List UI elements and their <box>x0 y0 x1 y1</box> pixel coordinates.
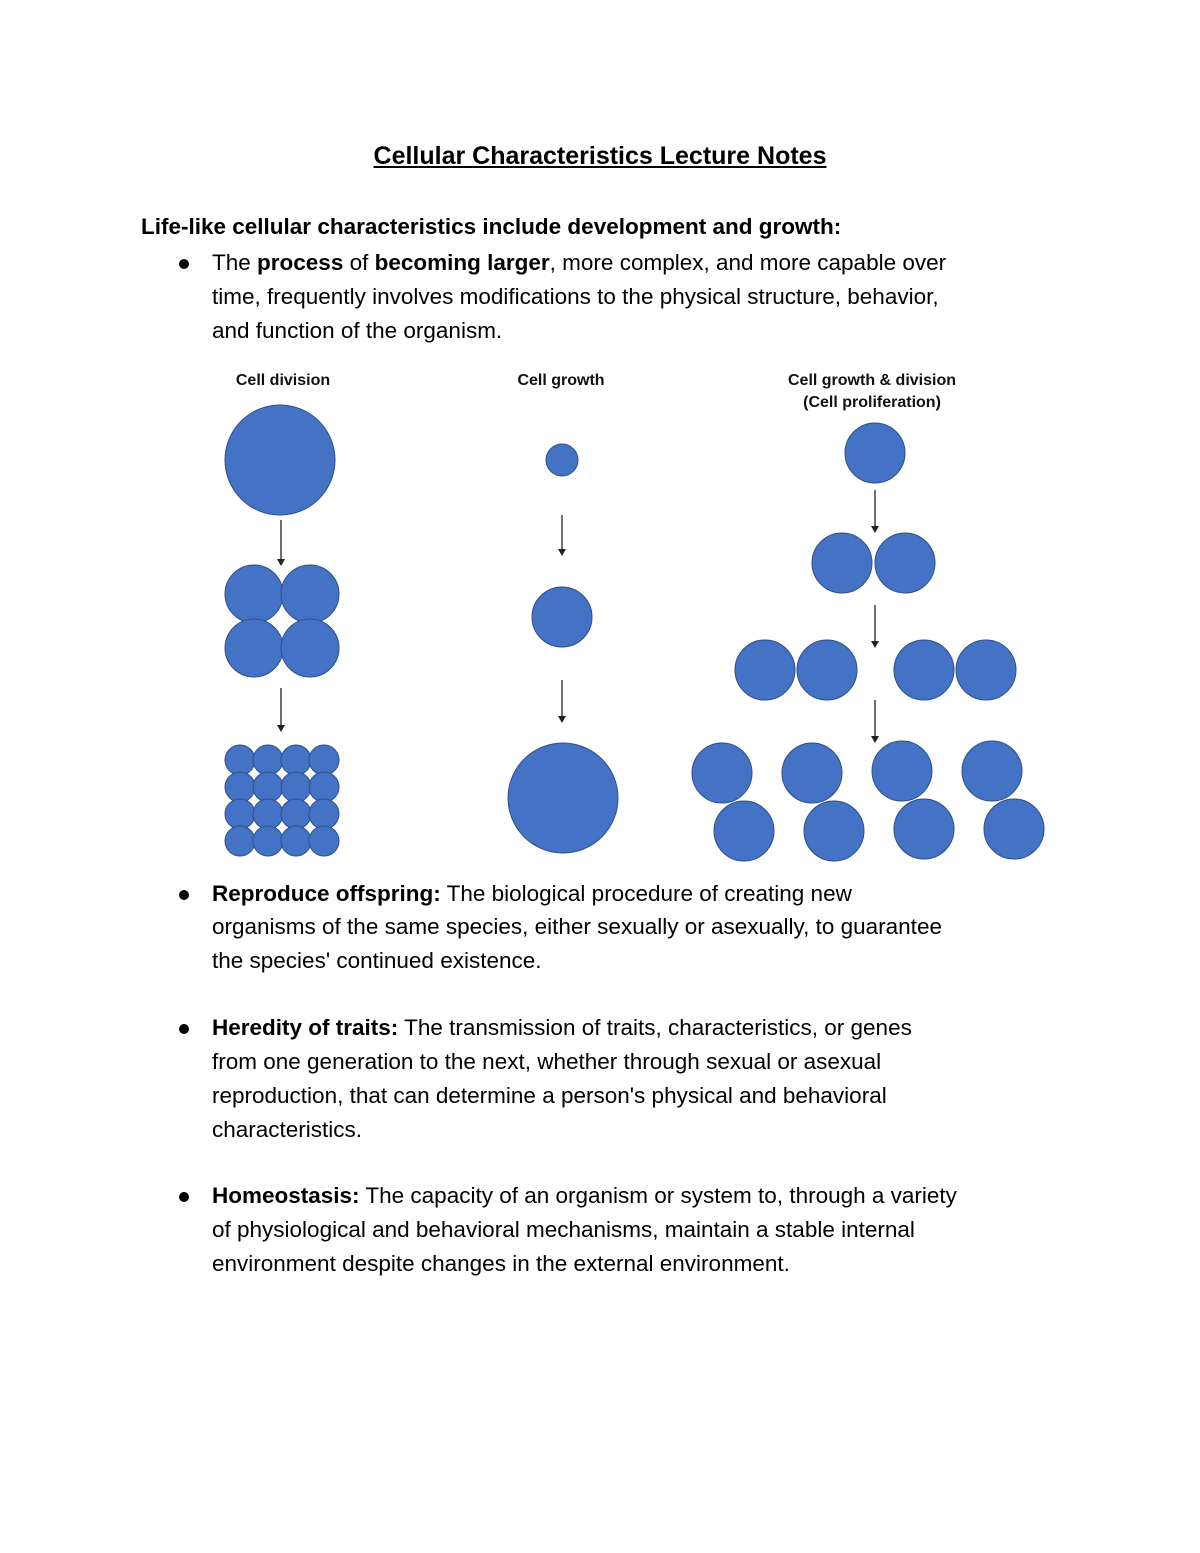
cell-circle <box>224 771 256 803</box>
cell-circle <box>893 798 955 860</box>
cell-circle <box>811 532 873 594</box>
bullet-line: the species' continued existence. <box>212 946 542 976</box>
text-segment: , more complex, and more capable over <box>549 250 947 275</box>
cell-circle <box>507 742 619 854</box>
bullet-icon <box>179 1024 189 1034</box>
cell-circle <box>224 744 256 776</box>
bullet-line: characteristics. <box>212 1115 362 1145</box>
label-cell-growth: Cell growth <box>517 372 604 389</box>
bullet-line: organisms of the same species, either se… <box>212 912 942 942</box>
bullet-line: of physiological and behavioral mechanis… <box>212 1215 915 1245</box>
bullet-line: reproduction, that can determine a perso… <box>212 1081 887 1111</box>
cell-circle <box>893 639 955 701</box>
cell-circle <box>691 742 753 804</box>
cell-circle <box>224 404 336 516</box>
cell-circle <box>983 798 1045 860</box>
cell-circle <box>713 800 775 862</box>
cell-circle <box>844 422 906 484</box>
arrow-down-icon <box>871 605 879 648</box>
text-segment: The <box>212 250 258 275</box>
cell-circle <box>280 771 312 803</box>
bold-term: Reproduce offspring: <box>212 881 441 906</box>
bullet-line: Heredity of traits: The transmission of … <box>212 1013 912 1043</box>
cell-circle <box>961 740 1023 802</box>
cell-circle <box>803 800 865 862</box>
cell-circle <box>224 618 284 678</box>
arrow-down-icon <box>558 680 566 723</box>
text-segment: of physiological and behavioral mechanis… <box>212 1217 915 1242</box>
text-segment: the species' continued existence. <box>212 948 542 973</box>
arrow-down-icon <box>558 515 566 556</box>
text-segment: from one generation to the next, whether… <box>212 1049 882 1074</box>
cell-circle <box>280 618 340 678</box>
bullet-icon <box>179 890 189 900</box>
bullet-icon <box>179 259 189 269</box>
text-segment: The transmission of traits, characterist… <box>398 1015 912 1040</box>
cell-circle <box>280 798 312 830</box>
cell-circle <box>224 564 284 624</box>
label-cell-growth-division: Cell growth & division <box>788 372 956 389</box>
cell-circle <box>796 639 858 701</box>
bullet-line: Reproduce offspring: The biological proc… <box>212 879 852 909</box>
cell-circle <box>252 825 284 857</box>
cell-circle <box>224 825 256 857</box>
cell-circle <box>252 771 284 803</box>
text-segment: and function of the organism. <box>212 318 503 343</box>
page-title: Cellular Characteristics Lecture Notes <box>373 142 827 170</box>
cell-circle <box>874 532 936 594</box>
text-segment: time, frequently involves modifications … <box>212 284 939 309</box>
bullet-line: Homeostasis: The capacity of an organism… <box>212 1181 957 1211</box>
cell-circle <box>308 825 340 857</box>
label-cell-proliferation: (Cell proliferation) <box>803 394 941 411</box>
cell-circle <box>955 639 1017 701</box>
cell-circle <box>308 798 340 830</box>
bullet-line: environment despite changes in the exter… <box>212 1249 790 1279</box>
cell-circle <box>308 744 340 776</box>
text-segment: organisms of the same species, either se… <box>212 914 942 939</box>
arrow-down-icon <box>277 688 285 732</box>
arrow-down-icon <box>277 520 285 566</box>
text-segment: reproduction, that can determine a perso… <box>212 1083 887 1108</box>
text-segment: The capacity of an organism or system to… <box>359 1183 957 1208</box>
cell-circle <box>280 564 340 624</box>
cell-circle <box>781 742 843 804</box>
cell-circle <box>734 639 796 701</box>
text-segment: of <box>343 250 375 275</box>
bullet-line: and function of the organism. <box>212 316 502 346</box>
cell-circle <box>531 586 593 648</box>
arrow-down-icon <box>871 490 879 533</box>
cell-circle <box>871 740 933 802</box>
bold-term: Homeostasis: <box>212 1183 360 1208</box>
bold-term: becoming larger <box>374 250 550 275</box>
label-cell-division: Cell division <box>236 372 330 389</box>
section-heading: Life-like cellular characteristics inclu… <box>141 214 842 239</box>
text-segment: environment despite changes in the exter… <box>212 1251 790 1276</box>
cell-circle <box>224 798 256 830</box>
cell-circle <box>280 825 312 857</box>
text-segment: characteristics. <box>212 1117 363 1142</box>
bullet-icon <box>179 1192 189 1202</box>
bullet-line: The process of becoming larger, more com… <box>212 248 946 278</box>
cell-circle <box>308 771 340 803</box>
cell-circle <box>280 744 312 776</box>
bullet-line: from one generation to the next, whether… <box>212 1047 881 1077</box>
bold-term: Heredity of traits: <box>212 1015 399 1040</box>
cell-circle <box>545 443 579 477</box>
arrow-down-icon <box>871 700 879 743</box>
cell-circle <box>252 744 284 776</box>
cell-circle <box>252 798 284 830</box>
bold-term: process <box>257 250 344 275</box>
text-segment: The biological procedure of creating new <box>440 881 852 906</box>
bullet-line: time, frequently involves modifications … <box>212 282 939 312</box>
